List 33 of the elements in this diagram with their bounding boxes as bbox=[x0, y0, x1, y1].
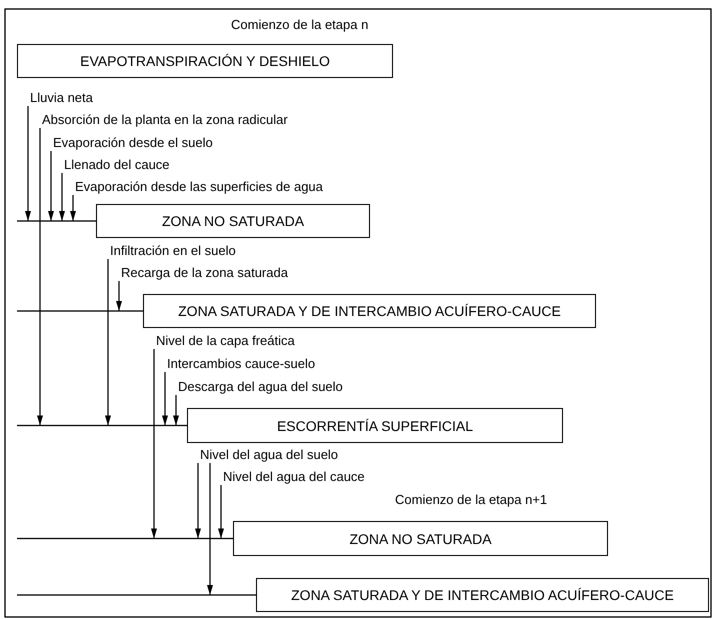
stage-heading: Comienzo de la etapa n bbox=[231, 17, 368, 33]
flow-label: Intercambios cauce-suelo bbox=[165, 356, 316, 372]
flow-label: Infiltración en el suelo bbox=[108, 243, 236, 259]
process-box: ZONA NO SATURADA bbox=[233, 521, 608, 556]
flow-label: Llenado del cauce bbox=[62, 157, 170, 173]
arrow bbox=[195, 463, 201, 538]
arrow bbox=[59, 173, 65, 221]
arrow bbox=[37, 128, 43, 426]
flow-label: Evaporación desde el suelo bbox=[51, 135, 213, 151]
flow-label: Nivel del agua del suelo bbox=[198, 447, 338, 463]
arrow bbox=[218, 485, 224, 538]
stage-heading: Comienzo de la etapa n+1 bbox=[395, 492, 548, 508]
process-box: ZONA NO SATURADA bbox=[96, 204, 370, 238]
process-box: ESCORRENTÍA SUPERFICIAL bbox=[187, 408, 563, 443]
arrow bbox=[116, 281, 122, 311]
process-box: ZONA SATURADA Y DE INTERCAMBIO ACUÍFERO-CAUCE bbox=[143, 294, 596, 328]
flow-label: Recarga de la zona saturada bbox=[119, 265, 288, 281]
flow-label: Lluvia neta bbox=[28, 90, 93, 106]
flow-label: Absorción de la planta en la zona radicular bbox=[40, 112, 288, 128]
arrow bbox=[105, 259, 111, 426]
process-box: ZONA SATURADA Y DE INTERCAMBIO ACUÍFERO-CAUCE bbox=[256, 578, 709, 612]
arrow bbox=[207, 463, 213, 595]
flow-label: Nivel de la capa freática bbox=[154, 333, 295, 349]
arrow bbox=[151, 349, 157, 538]
arrow bbox=[48, 151, 54, 221]
arrow bbox=[173, 395, 179, 426]
flow-label: Descarga del agua del suelo bbox=[176, 379, 343, 395]
arrow bbox=[162, 372, 168, 426]
flow-label: Nivel del agua del cauce bbox=[221, 469, 365, 485]
process-box: EVAPOTRANSPIRACIÓN Y DESHIELO bbox=[17, 44, 393, 78]
flow-label: Evaporación desde las superficies de agua bbox=[73, 179, 323, 195]
arrow bbox=[25, 106, 31, 221]
arrow bbox=[70, 195, 76, 221]
